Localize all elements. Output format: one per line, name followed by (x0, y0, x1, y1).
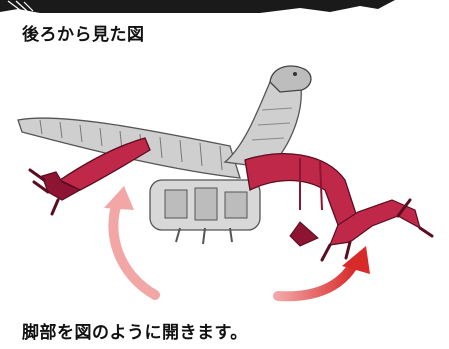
right-leg (244, 152, 434, 262)
instruction-caption: 脚部を図のように開きます。 (22, 323, 248, 343)
dinosaur-underbody (149, 179, 261, 245)
view-caption: 後ろから見た図 (22, 25, 145, 45)
left-leg (28, 137, 151, 216)
dinosaur-figure (17, 65, 434, 302)
left-curved-arrow (104, 186, 160, 300)
header-bar (0, 0, 395, 13)
dinosaur-neck-head (223, 65, 312, 169)
right-curved-arrow (273, 246, 370, 302)
